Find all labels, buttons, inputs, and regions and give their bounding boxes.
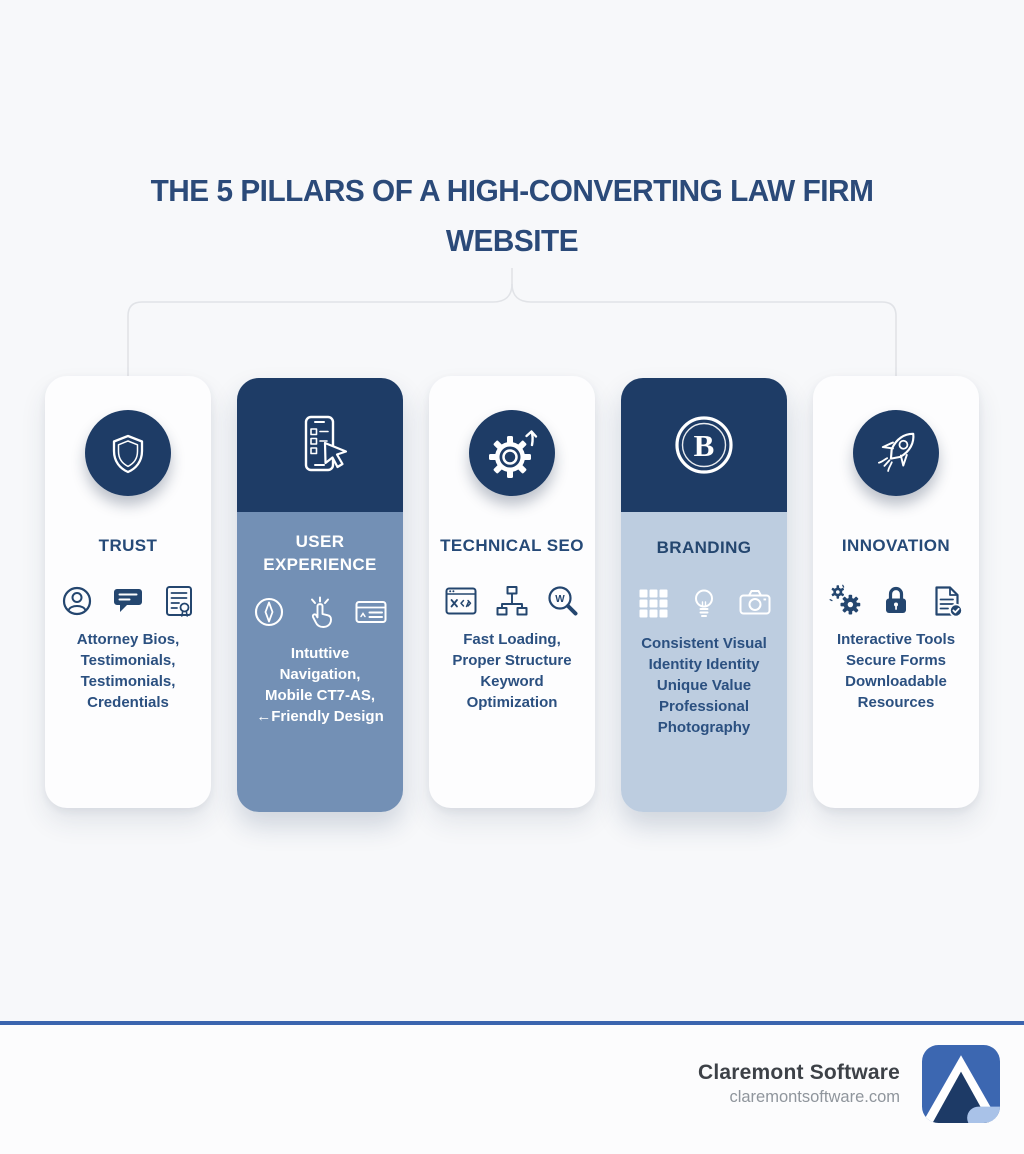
keyword-search-icon: W <box>545 583 581 619</box>
gears-icon <box>827 583 863 619</box>
compass-icon <box>251 594 287 630</box>
sitemap-icon <box>494 583 530 619</box>
tap-hand-icon <box>302 594 338 630</box>
description-line: Interactive Tools <box>836 631 956 648</box>
code-window-icon <box>443 583 479 619</box>
trust-icon-row <box>45 583 211 619</box>
mobile-tap-icon <box>237 378 403 512</box>
description-line: Attorney Bios, <box>76 631 180 648</box>
browser-window-icon <box>353 594 389 630</box>
description-line: Testimonials, <box>80 652 176 669</box>
description-line: Secure Forms <box>845 652 947 669</box>
certificate-icon <box>161 583 197 619</box>
footer-divider <box>0 1021 1024 1025</box>
description-line: Mobile CT7-AS, <box>264 687 375 704</box>
description-line: Unique Value <box>656 677 752 694</box>
rocket-icon <box>853 410 939 496</box>
document-check-icon <box>929 583 965 619</box>
description-line: Navigation, <box>279 666 361 683</box>
description-line: Consistent Visual <box>641 635 767 652</box>
pillar-description: Interactive Tools Secure Forms Downloada… <box>813 629 979 713</box>
seo-icon-row: W <box>429 583 595 619</box>
gear-arrow-icon <box>469 410 555 496</box>
description-line: Keyword <box>480 673 544 690</box>
brand-b-icon: B <box>621 378 787 512</box>
company-name: Claremont Software <box>698 1061 900 1084</box>
pillar-description: Intuttive Navigation, Mobile CT7-AS, ←Fr… <box>237 643 403 727</box>
description-line: Intuttive <box>290 645 350 662</box>
branding-icon-row <box>621 585 787 621</box>
pillar-card-innovation: INNOVATION <box>813 376 979 808</box>
page-title: THE 5 PILLARS OF A HIGH-CONVERTING LAW F… <box>150 173 874 258</box>
pillar-card-technical-seo: TECHNICAL SEO <box>429 376 595 808</box>
innovation-icon-row <box>813 583 979 619</box>
chat-bubble-icon <box>110 583 146 619</box>
description-line: Photography <box>657 719 751 736</box>
svg-text:B: B <box>694 428 715 463</box>
pillar-description: Consistent Visual Identity Identity Uniq… <box>621 633 787 738</box>
description-line: ←Friendly Design <box>256 708 384 725</box>
description-line: Resources <box>857 694 935 711</box>
shield-icon <box>85 410 171 496</box>
pillar-title: BRANDING <box>656 538 752 557</box>
pillar-description: Attorney Bios, Testimonials, Testimonial… <box>45 629 211 713</box>
lock-icon <box>878 583 914 619</box>
camera-icon <box>737 585 773 621</box>
person-icon <box>59 583 95 619</box>
ux-icon-row <box>237 594 403 630</box>
svg-text:W: W <box>555 594 565 605</box>
description-line: Professional <box>658 698 750 715</box>
description-line: Credentials <box>87 694 169 711</box>
footer: Claremont Software claremontsoftware.com <box>698 1045 1000 1123</box>
description-line: Proper Structure <box>452 652 572 669</box>
pillar-card-user-experience: USER EXPERIENCE <box>237 378 403 812</box>
pillar-title: USER EXPERIENCE <box>263 532 377 574</box>
pillar-card-trust: TRUST <box>45 376 211 808</box>
description-line: Identity Identity <box>648 656 760 673</box>
pillar-title: TRUST <box>98 536 158 555</box>
user-experience-body: USER EXPERIENCE <box>237 512 403 812</box>
pillar-title: INNOVATION <box>841 536 951 555</box>
pillar-title: TECHNICAL SEO <box>440 536 584 555</box>
footer-text: Claremont Software claremontsoftware.com <box>698 1061 900 1107</box>
lightbulb-icon <box>686 585 722 621</box>
description-line: Fast Loading, <box>463 631 561 648</box>
branding-body: BRANDING <box>621 512 787 812</box>
company-website: claremontsoftware.com <box>729 1088 900 1106</box>
description-line: Testimonials, <box>80 673 176 690</box>
pillar-card-branding: B BRANDING <box>621 378 787 812</box>
description-line: Optimization <box>466 694 558 711</box>
footer-band <box>0 1025 1024 1154</box>
pillar-description: Fast Loading, Proper Structure Keyword O… <box>429 629 595 713</box>
claremont-logo-icon <box>922 1045 1000 1123</box>
description-line: Downloadable <box>845 673 947 690</box>
grid-icon <box>635 585 671 621</box>
